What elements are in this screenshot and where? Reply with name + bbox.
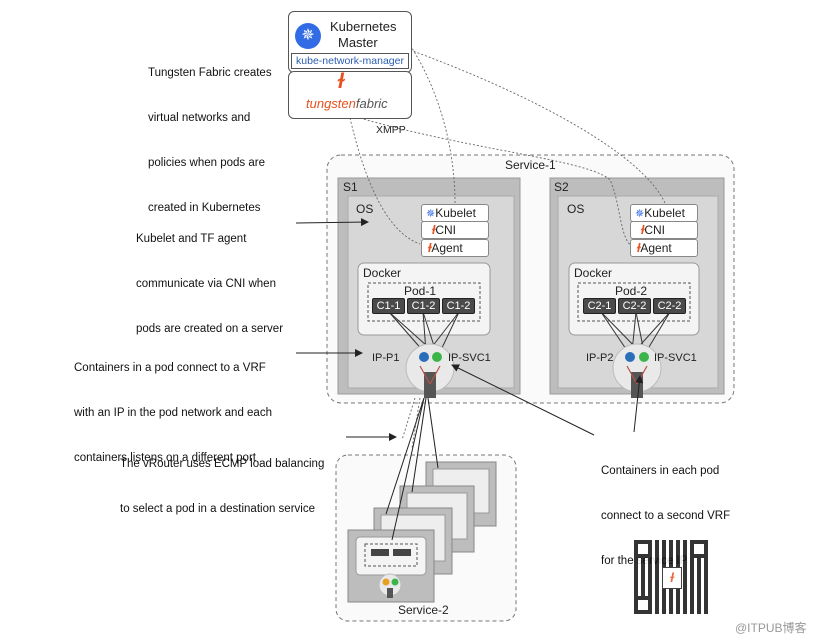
pod2-box xyxy=(577,282,691,322)
vrf-green-s2 xyxy=(639,352,649,362)
server-s1-os: OS xyxy=(356,202,374,216)
note-tf-creates: Tungsten Fabric creates virtual networks… xyxy=(148,36,272,246)
note-line: communicate via CNI when xyxy=(136,278,276,290)
note-line: containers listens on a different port xyxy=(74,452,256,464)
note-kubelet-cni: Kubelet and TF agent communicate via CNI… xyxy=(136,202,283,367)
container-c2-1: C2-1 xyxy=(583,298,616,314)
agent-s2: ɫAgent xyxy=(630,239,698,257)
cni-s2-icon: ɫ xyxy=(641,223,645,237)
cni-s1-icon: ɫ xyxy=(432,223,436,237)
tf-brand: tungstenfabric xyxy=(306,96,388,111)
container-c1-2a: C1-2 xyxy=(407,298,440,314)
container-c2-2b: C2-2 xyxy=(653,298,686,314)
service1-label: Service-1 xyxy=(505,158,556,172)
pod1-label: Pod-1 xyxy=(404,284,437,298)
xmpp-label: XMPP xyxy=(376,124,406,136)
vrf-blue-s1 xyxy=(419,352,429,362)
agent-s1-icon: ɫ xyxy=(428,241,432,255)
kubelet-s1-icon: ✵ xyxy=(426,208,436,220)
agent-s2-label: Agent xyxy=(640,241,672,255)
agent-s1: ɫAgent xyxy=(421,239,489,257)
qr-code-icon: ɫ xyxy=(634,540,708,614)
agent-s1-label: Agent xyxy=(431,241,463,255)
service2-label: Service-2 xyxy=(398,603,449,617)
master-title-line2: Master xyxy=(338,35,378,50)
service2-stack xyxy=(347,461,497,603)
cni-s2-label: CNI xyxy=(644,223,666,237)
server-s2-name: S2 xyxy=(554,180,569,194)
agent-s2-icon: ɫ xyxy=(637,241,641,255)
server-s1-name: S1 xyxy=(343,180,358,194)
note-line: connect to a second VRF xyxy=(601,510,731,522)
note-second-vrf: Containers in each pod connect to a seco… xyxy=(601,434,730,599)
vrf-blue-s2 xyxy=(625,352,635,362)
ip-p1-label: IP-P1 xyxy=(372,352,400,364)
note-line: pods are created on a server xyxy=(136,323,284,335)
kubelet-s2-icon: ✵ xyxy=(635,208,645,220)
note-line: policies when pods are xyxy=(148,157,265,169)
vrf-green-s1 xyxy=(432,352,442,362)
kubelet-s2: ✵Kubelet xyxy=(630,204,698,222)
note-line: Tungsten Fabric creates xyxy=(148,67,272,79)
docker-s1-label: Docker xyxy=(363,266,402,280)
kube-network-manager-label: kube-network-manager xyxy=(291,53,409,69)
note-containers-vrf: Containers in a pod connect to a VRF wit… xyxy=(74,331,272,496)
container-c1-1: C1-1 xyxy=(372,298,405,314)
note-line: created in Kubernetes xyxy=(148,202,261,214)
kubernetes-icon: ✵ xyxy=(295,23,321,49)
note-line: Kubelet and TF agent xyxy=(136,233,247,245)
master-title-line1: Kubernetes xyxy=(330,19,397,34)
cni-s2: ɫCNI xyxy=(630,221,698,239)
tf-brand-b: fabric xyxy=(355,96,388,111)
ip-svc1-s2-label: IP-SVC1 xyxy=(654,352,697,364)
kubelet-s2-label: Kubelet xyxy=(644,206,685,220)
note-ecmp: The vRouter uses ECMP load balancing to … xyxy=(120,427,324,547)
kubelet-s1: ✵Kubelet xyxy=(421,204,489,222)
note-line: to select a pod in a destination service xyxy=(120,503,315,515)
cni-s1: ɫCNI xyxy=(421,221,489,239)
container-c1-2b: C1-2 xyxy=(442,298,475,314)
server-s2-os: OS xyxy=(567,202,585,216)
note-line: virtual networks and xyxy=(148,112,251,124)
note-line: The vRouter uses ECMP load balancing xyxy=(120,458,325,470)
tf-logo-icon: ɫ xyxy=(338,70,344,93)
watermark: @ITPUB博客 xyxy=(735,621,807,635)
container-c2-2a: C2-2 xyxy=(618,298,651,314)
note-line: Containers in each pod xyxy=(601,465,720,477)
ip-svc1-s1-label: IP-SVC1 xyxy=(448,352,491,364)
tf-brand-a: tungsten xyxy=(306,96,356,111)
docker-s2-label: Docker xyxy=(574,266,613,280)
ip-p2-label: IP-P2 xyxy=(586,352,614,364)
note-line: with an IP in the pod network and each xyxy=(74,407,272,419)
pod2-label: Pod-2 xyxy=(615,284,648,298)
cni-s1-label: CNI xyxy=(435,223,457,237)
kubelet-s1-label: Kubelet xyxy=(435,206,476,220)
note-line: Containers in a pod connect to a VRF xyxy=(74,362,266,374)
tungsten-fabric-box xyxy=(288,71,412,119)
